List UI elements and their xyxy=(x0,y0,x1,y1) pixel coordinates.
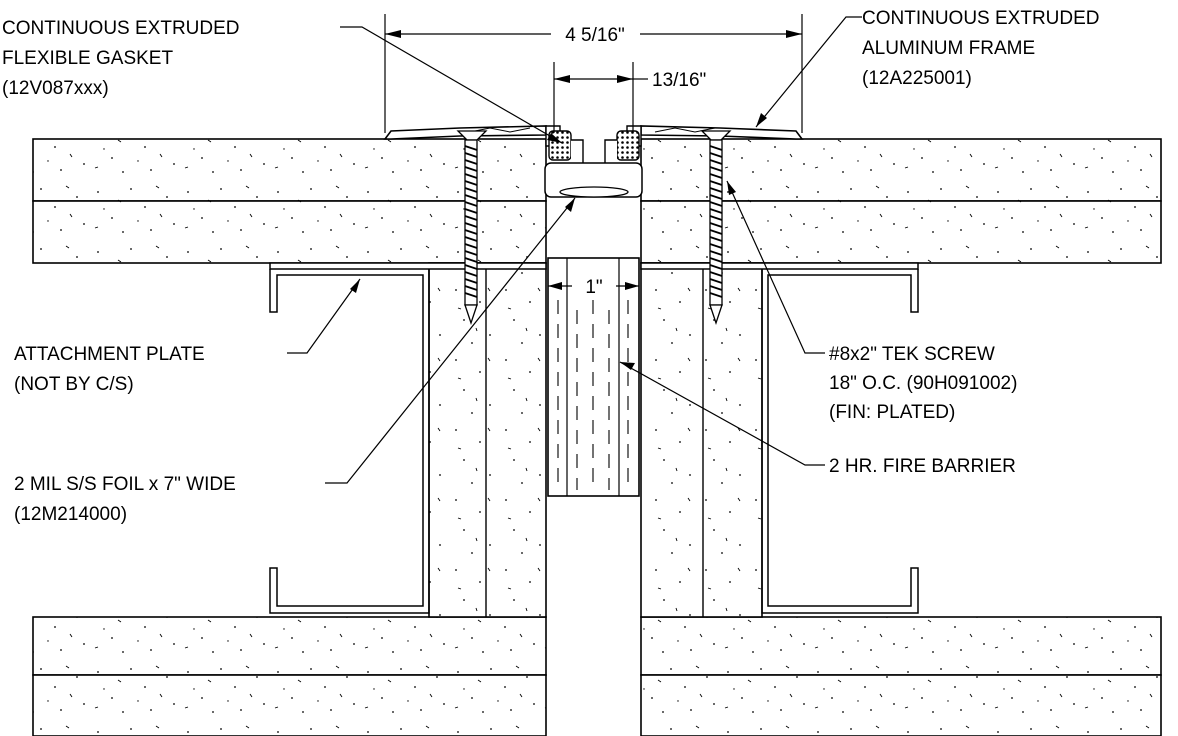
attachment-plate-label: ATTACHMENT PLATE (NOT BY C/S) xyxy=(14,344,210,395)
foil-label-line-1: 2 MIL S/S FOIL x 7" WIDE xyxy=(14,474,236,495)
fire-barrier-label-line-1: 2 HR. FIRE BARRIER xyxy=(829,456,1016,477)
dimension-gap-width-text: 1" xyxy=(585,277,602,298)
frame-label-line-2: ALUMINUM FRAME xyxy=(862,38,1035,59)
leader-frame xyxy=(755,16,862,128)
leader-attachment-plate xyxy=(287,278,361,354)
leader-screw xyxy=(726,180,825,354)
tek-screw-right xyxy=(700,130,732,326)
lower-slab-left xyxy=(32,616,547,736)
gasket-label: CONTINUOUS EXTRUDED FLEXIBLE GASKET (12V… xyxy=(2,18,245,99)
wall-core-right xyxy=(640,262,763,618)
dimension-gap-width: 1" xyxy=(548,274,639,298)
frame-label-line-3: (12A225001) xyxy=(862,68,972,89)
dimension-overall-width-text: 4 5/16" xyxy=(565,25,625,46)
foil-label-line-2: (12M214000) xyxy=(14,504,127,525)
upper-slab-left xyxy=(32,138,547,264)
gasket-label-line-3: (12V087xxx) xyxy=(2,78,109,99)
dimension-overall-width: 4 5/16" xyxy=(384,14,803,133)
fire-barrier-label: 2 HR. FIRE BARRIER xyxy=(829,456,1016,477)
screw-label-line-3: (FIN: PLATED) xyxy=(829,402,955,423)
foil-label: 2 MIL S/S FOIL x 7" WIDE (12M214000) xyxy=(14,474,241,525)
attachment-plate-label-line-2: (NOT BY C/S) xyxy=(14,374,134,395)
frame-label: CONTINUOUS EXTRUDED ALUMINUM FRAME (12A2… xyxy=(862,8,1105,89)
tek-screw-left xyxy=(456,130,488,326)
dimension-gasket-width-text: 13/16" xyxy=(652,70,706,91)
leader-lines xyxy=(287,16,862,484)
leader-fire-barrier xyxy=(619,361,825,466)
dimension-gasket-width: 13/16" xyxy=(553,62,706,133)
gasket-label-line-1: CONTINUOUS EXTRUDED xyxy=(2,18,240,39)
attachment-plate-left xyxy=(269,262,547,614)
attachment-plate-right xyxy=(640,262,919,614)
screw-label: #8x2" TEK SCREW 18" O.C. (90H091002) (FI… xyxy=(829,344,1023,423)
leader-gasket xyxy=(340,26,563,144)
wall-core-left xyxy=(428,262,547,618)
flexible-gasket xyxy=(544,130,643,198)
upper-slab-right xyxy=(640,138,1162,264)
leader-arrowheads xyxy=(350,113,767,370)
attachment-plate-label-line-1: ATTACHMENT PLATE xyxy=(14,344,205,365)
gasket-label-line-2: FLEXIBLE GASKET xyxy=(2,48,173,69)
frame-label-line-1: CONTINUOUS EXTRUDED xyxy=(862,8,1100,29)
screw-label-line-2: 18" O.C. (90H091002) xyxy=(829,373,1017,394)
fire-barrier xyxy=(547,257,640,497)
screw-label-line-1: #8x2" TEK SCREW xyxy=(829,344,995,365)
lower-slab-right xyxy=(640,616,1162,736)
leader-foil xyxy=(325,197,576,484)
